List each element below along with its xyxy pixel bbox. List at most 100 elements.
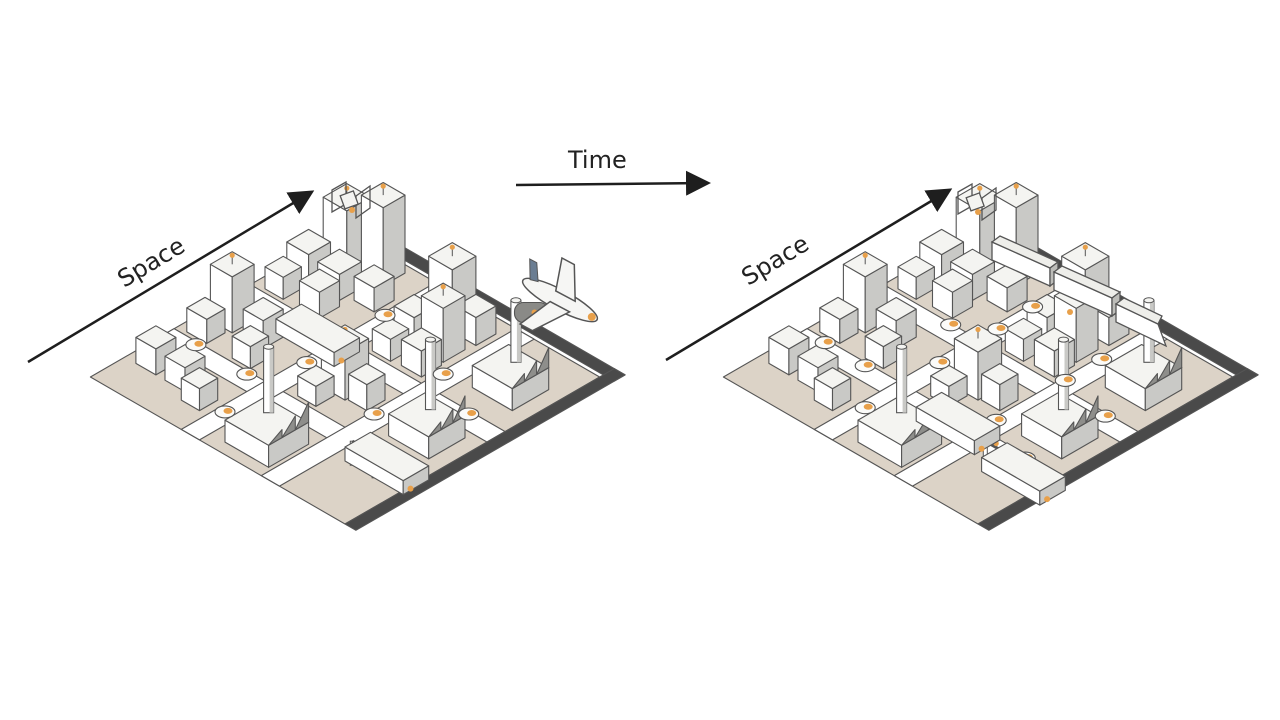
car-icon xyxy=(214,405,236,419)
time-label: Time xyxy=(567,146,627,174)
building-top xyxy=(864,325,903,348)
chimney xyxy=(896,343,908,414)
car-icon xyxy=(814,336,836,350)
building-top xyxy=(353,264,395,289)
building-top xyxy=(819,296,859,320)
car-icon xyxy=(363,407,385,421)
factory-roof xyxy=(523,360,538,383)
car-icon xyxy=(432,367,454,381)
satellite-icon-left xyxy=(331,180,371,220)
car-icon xyxy=(1091,352,1113,366)
factory-roof xyxy=(901,429,916,446)
building-top xyxy=(813,367,852,390)
tower xyxy=(842,251,888,334)
building-top xyxy=(135,325,177,350)
factory-roof xyxy=(511,373,525,390)
factory xyxy=(1021,392,1099,460)
building-top xyxy=(297,364,335,387)
factory-roof xyxy=(294,401,310,431)
building-top xyxy=(344,431,430,482)
space-label-left: Space xyxy=(113,231,190,293)
satellite-icon-right xyxy=(957,182,997,222)
building-top xyxy=(981,363,1019,386)
sensor-icon xyxy=(440,284,446,290)
building xyxy=(819,296,859,344)
building-top xyxy=(897,255,935,278)
building-top xyxy=(298,268,341,293)
car-icon xyxy=(854,359,876,373)
car-icon xyxy=(458,407,480,421)
building xyxy=(348,363,386,412)
sensor-icon xyxy=(344,185,350,191)
truck-icon xyxy=(915,391,1001,456)
chimney xyxy=(510,297,522,363)
building-top xyxy=(981,442,1066,492)
building xyxy=(231,325,270,370)
chimney xyxy=(263,343,275,414)
road xyxy=(344,368,626,531)
factory-roof xyxy=(1061,421,1075,438)
sensor-icon xyxy=(862,252,868,258)
building-top xyxy=(348,363,386,386)
truck-body xyxy=(275,303,361,368)
building-top xyxy=(1004,317,1043,340)
tower xyxy=(360,181,406,287)
space-arrow-right xyxy=(665,188,953,362)
car-icon xyxy=(940,318,962,332)
building-top xyxy=(950,248,995,275)
building-top xyxy=(919,228,965,256)
building-top xyxy=(915,391,1001,442)
building-top xyxy=(231,325,270,348)
van-icon xyxy=(981,442,1066,506)
sensor-icon xyxy=(1013,183,1019,189)
building xyxy=(813,367,852,412)
factory xyxy=(1104,343,1183,412)
building xyxy=(931,268,974,319)
building-top xyxy=(1061,242,1110,271)
sensor-icon xyxy=(975,326,981,333)
car-icon xyxy=(236,367,258,381)
factory-roof xyxy=(536,347,550,376)
airplane-icon xyxy=(518,256,599,332)
factory xyxy=(388,392,466,460)
building-top xyxy=(186,296,226,320)
building-top xyxy=(317,248,362,275)
truck-body xyxy=(981,442,1066,506)
city-scene-after xyxy=(722,181,1259,531)
factory-roof xyxy=(281,415,296,439)
building-top xyxy=(428,242,477,271)
factory-roof xyxy=(428,421,442,438)
sensor-icon xyxy=(229,252,235,258)
factory xyxy=(471,343,550,412)
building-top xyxy=(180,367,219,390)
time-arrow xyxy=(515,170,711,196)
building-top xyxy=(875,296,917,322)
building-top xyxy=(275,303,361,354)
city-scene-before xyxy=(89,181,626,531)
street xyxy=(260,328,535,487)
building-top xyxy=(164,344,206,369)
car-icon xyxy=(296,356,318,370)
building-top xyxy=(242,296,284,322)
car-icon xyxy=(1022,300,1044,314)
building-top xyxy=(930,364,968,387)
sensor-icon xyxy=(1082,244,1088,250)
building xyxy=(264,255,302,300)
factory xyxy=(857,396,943,468)
factory-roof xyxy=(1169,347,1183,376)
building-top xyxy=(264,255,302,278)
building-top xyxy=(931,268,974,293)
building xyxy=(180,367,219,412)
building xyxy=(298,268,341,319)
space-label-right: Space xyxy=(737,229,814,291)
sensor-icon xyxy=(449,244,455,250)
factory-roof xyxy=(1144,373,1158,390)
car-icon xyxy=(1054,373,1076,387)
factory-roof xyxy=(268,429,283,446)
building-top xyxy=(768,325,810,350)
car-icon xyxy=(374,308,396,322)
chimney xyxy=(1057,336,1070,411)
factory-roof xyxy=(440,408,454,431)
car-icon xyxy=(185,338,207,352)
